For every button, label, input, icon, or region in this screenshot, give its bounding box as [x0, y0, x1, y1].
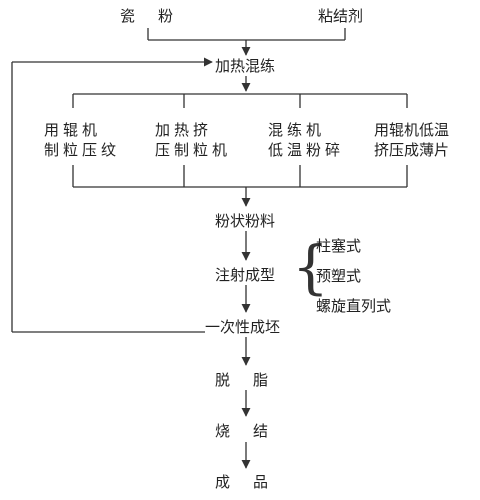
method-4: 用辊机低温 挤压成薄片: [374, 120, 454, 160]
method-3: 混练机 低温粉碎: [268, 120, 346, 160]
method-2-line2: 压制粒机: [155, 141, 232, 159]
step-powder: 粉状粉料: [215, 212, 276, 230]
method-3-line2: 低温粉碎: [268, 141, 345, 159]
method-4-line2: 挤压成薄片: [374, 141, 450, 159]
injection-type-preplasticizing: 预塑式: [316, 267, 362, 285]
step-sintering: 烧 结: [215, 422, 273, 440]
brace-icon: {: [292, 233, 329, 301]
injection-type-inline-screw: 螺旋直列式: [316, 297, 392, 315]
method-2: 加热挤 压制粒机: [155, 120, 233, 160]
step-heat-mix: 加热混练: [215, 57, 276, 75]
method-4-line1: 用辊机低温: [374, 121, 450, 139]
injection-type-plunger: 柱塞式: [316, 237, 362, 255]
step-debinding: 脱 脂: [215, 371, 273, 389]
step-product: 成 品: [215, 473, 273, 491]
step-injection: 注射成型: [215, 266, 276, 284]
method-3-line1: 混练机: [268, 121, 326, 139]
input-binder: 粘结剂: [318, 7, 364, 25]
method-1-line1: 用辊机: [44, 121, 102, 139]
method-1-line2: 制粒压纹: [44, 141, 121, 159]
input-ceramic-powder: 瓷 粉: [120, 7, 178, 25]
method-2-line1: 加热挤: [155, 121, 213, 139]
method-1: 用辊机 制粒压纹: [44, 120, 122, 160]
step-green-body: 一次性成坯: [205, 318, 281, 336]
